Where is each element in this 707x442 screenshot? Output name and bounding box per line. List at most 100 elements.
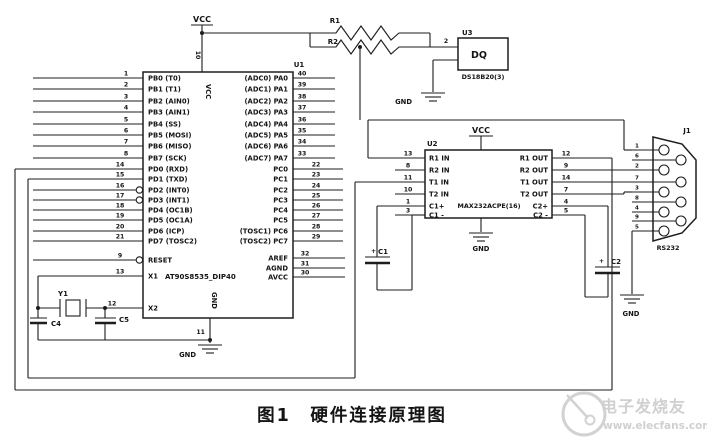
- watermark: 电子发烧友 www.elecfans.com: [561, 391, 707, 437]
- pin-number: 1: [406, 199, 410, 206]
- pin-label: AREF: [268, 255, 288, 263]
- pin-label: C1 -: [429, 212, 444, 220]
- pin-label: PC0: [273, 166, 288, 174]
- j1-pin-contact: [658, 225, 670, 237]
- pin-number: 33: [298, 151, 307, 158]
- mcu-pin11-number: 11: [196, 329, 205, 336]
- j1-pin-contact: [675, 215, 687, 227]
- pin-number: 37: [298, 105, 307, 112]
- pin-label: C2+: [533, 203, 548, 211]
- pin-number: 2: [124, 82, 128, 89]
- pin-label: (ADC1) PA1: [244, 86, 288, 94]
- pin-label: PB0 (T0): [148, 75, 181, 83]
- c1-ref: C1: [378, 248, 388, 256]
- pin-label: PC4: [273, 207, 288, 215]
- pin-number: 14: [116, 162, 125, 169]
- max232-part: MAX232ACPE(16): [458, 202, 521, 210]
- pin-number: 8: [124, 151, 128, 158]
- pin-number: 10: [404, 187, 413, 194]
- pin-label: X2: [148, 305, 158, 313]
- inverting-bubble-icon: [135, 256, 144, 264]
- pin-number: 30: [301, 270, 310, 277]
- pin-number: 11: [404, 175, 413, 182]
- pin-label: (ADC7) PA7: [244, 155, 288, 163]
- pin-label: PD1 (TXD): [148, 176, 187, 184]
- pin-label: T1 OUT: [520, 179, 548, 187]
- watermark-site-name: 电子发烧友: [601, 397, 686, 416]
- pin-number: 22: [312, 162, 321, 169]
- pin-label: PC3: [273, 197, 288, 205]
- pin-label: (ADC5) PA5: [244, 132, 288, 140]
- pin-number: 8: [406, 163, 410, 170]
- j1-label: RS232: [657, 244, 680, 252]
- pin-number: 8: [635, 196, 639, 202]
- sensor-ref: U3: [462, 29, 473, 37]
- pin-number: 6: [124, 128, 128, 135]
- pin-label: C2 -: [533, 212, 548, 220]
- j1-pin-contact: [675, 154, 687, 166]
- ground-symbol-max232: [469, 232, 493, 242]
- pin-number: 5: [124, 117, 128, 124]
- ground-symbol-sensor: [421, 92, 445, 102]
- pin-label: X1: [148, 273, 158, 281]
- pin-label: PD3 (INT1): [148, 197, 190, 205]
- j1-pin-contact: [675, 196, 687, 208]
- pin-label: PC2: [273, 187, 288, 195]
- pin-label: PB4 (SS): [148, 121, 181, 129]
- sensor-pin-number: 2: [444, 38, 448, 45]
- pin-label: (ADC6) PA6: [244, 143, 288, 151]
- j1-pin-contact: [658, 206, 670, 218]
- pin-number: 3: [406, 208, 410, 215]
- pin-label: R2 IN: [429, 167, 450, 175]
- pin-label: PD2 (INT0): [148, 187, 190, 195]
- figure-caption: 图1 硬件连接原理图: [257, 405, 447, 426]
- pin-label: R1 IN: [429, 155, 450, 163]
- pin-label: PB5 (MOSI): [148, 132, 191, 140]
- pin-label: PD4 (OC1B): [148, 207, 193, 215]
- pin-number: 28: [312, 224, 321, 231]
- sensor-pin-name: DQ: [471, 50, 487, 61]
- pin-label: PC1: [273, 176, 288, 184]
- pin-number: 21: [116, 234, 125, 241]
- pin-number: 19: [116, 213, 125, 220]
- pin-label: PD7 (TOSC2): [148, 238, 197, 246]
- c2-polarity: +: [599, 258, 604, 265]
- r1-ref: R1: [330, 17, 340, 25]
- pin-label: PD6 (ICP): [148, 228, 184, 236]
- serial-wires: [14, 119, 632, 391]
- pin-number: 7: [564, 187, 568, 194]
- pin-number: 3: [124, 94, 128, 101]
- pin-label: PB2 (AIN0): [148, 98, 190, 106]
- c2-ref: C2: [611, 258, 621, 266]
- j1-pin-contact: [658, 144, 670, 156]
- pin-label: (ADC2) PA2: [244, 98, 288, 106]
- ground-symbol-j1: [620, 294, 644, 304]
- pin-number: 31: [301, 261, 310, 268]
- pin-number: 36: [298, 117, 307, 124]
- pin-label: R1 OUT: [520, 155, 549, 163]
- pin-label: PD0 (RXD): [148, 166, 188, 174]
- pin-number: 4: [564, 199, 569, 206]
- pin-number: 4: [635, 206, 639, 212]
- crystal-circuit: Y1 C4 C5 GND: [30, 276, 222, 359]
- mcu-chip: U1 AT90S8535_DIP40 VCC 10 VCC GND 11: [142, 15, 305, 343]
- pin-label: RESET: [148, 257, 172, 265]
- temperature-sensor: 2 U3 DQ DS18B20(3) GND: [395, 29, 509, 106]
- j1-pin-contact: [658, 164, 670, 176]
- pin-number: 1: [635, 144, 639, 150]
- pin-number: 12: [108, 301, 117, 308]
- c4-ref: C4: [51, 320, 61, 328]
- pin-label: (TOSC2) PC7: [240, 238, 289, 246]
- mcu-ref: U1: [294, 61, 305, 69]
- pin-number: 40: [298, 71, 307, 78]
- pin-number: 13: [404, 151, 413, 158]
- pin-number: 27: [312, 213, 321, 220]
- pin-label: (ADC0) PA0: [244, 75, 288, 83]
- gnd-label-mcu: GND: [179, 351, 196, 359]
- c5-ref: C5: [119, 316, 129, 324]
- pin-label: PB7 (SCK): [148, 155, 187, 163]
- mcu-gnd-pin-name: GND: [210, 292, 218, 309]
- pullup-resistors: R1 R2: [202, 17, 431, 120]
